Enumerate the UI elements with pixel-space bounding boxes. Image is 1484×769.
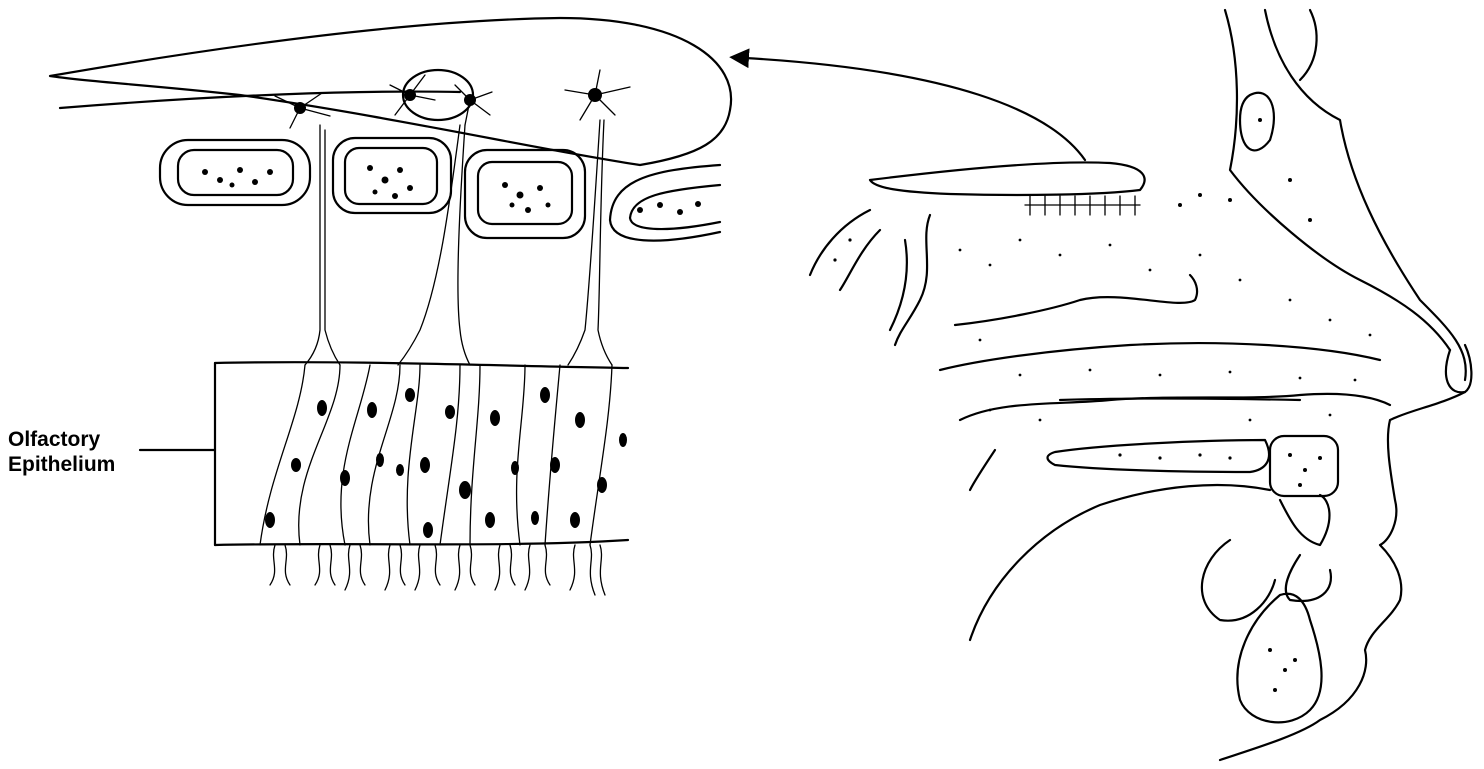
oral-cavity — [970, 485, 1270, 640]
chin-bone — [1237, 594, 1321, 723]
epithelium-top-line — [215, 362, 628, 368]
frontal-bone — [1225, 10, 1450, 350]
cilia — [270, 545, 605, 595]
nasal-cavity-section — [810, 10, 1471, 760]
olfactory-axons — [305, 120, 612, 365]
sphenoid-area — [810, 210, 907, 330]
olfactory-bulb-detail — [50, 18, 731, 595]
bulb-small — [870, 162, 1145, 195]
palate-bone — [1270, 436, 1338, 496]
epithelium-bottom-line — [215, 540, 628, 545]
small-axons — [1025, 196, 1140, 215]
olfactory-epithelium-label: Olfactory Epithelium — [8, 427, 115, 477]
receptor-cells — [260, 365, 627, 545]
stipple — [833, 118, 1371, 692]
magnification-arrow — [745, 58, 1085, 160]
hard-palate — [1048, 440, 1270, 472]
label-line-2: Epithelium — [8, 452, 115, 477]
mitral-cells — [275, 70, 630, 128]
mandible — [1202, 540, 1275, 621]
turbinate-upper — [895, 215, 930, 345]
turbinate-middle — [955, 275, 1197, 325]
cribriform-plate — [160, 138, 720, 241]
label-line-1: Olfactory — [8, 427, 115, 452]
nose-profile — [1220, 392, 1465, 760]
